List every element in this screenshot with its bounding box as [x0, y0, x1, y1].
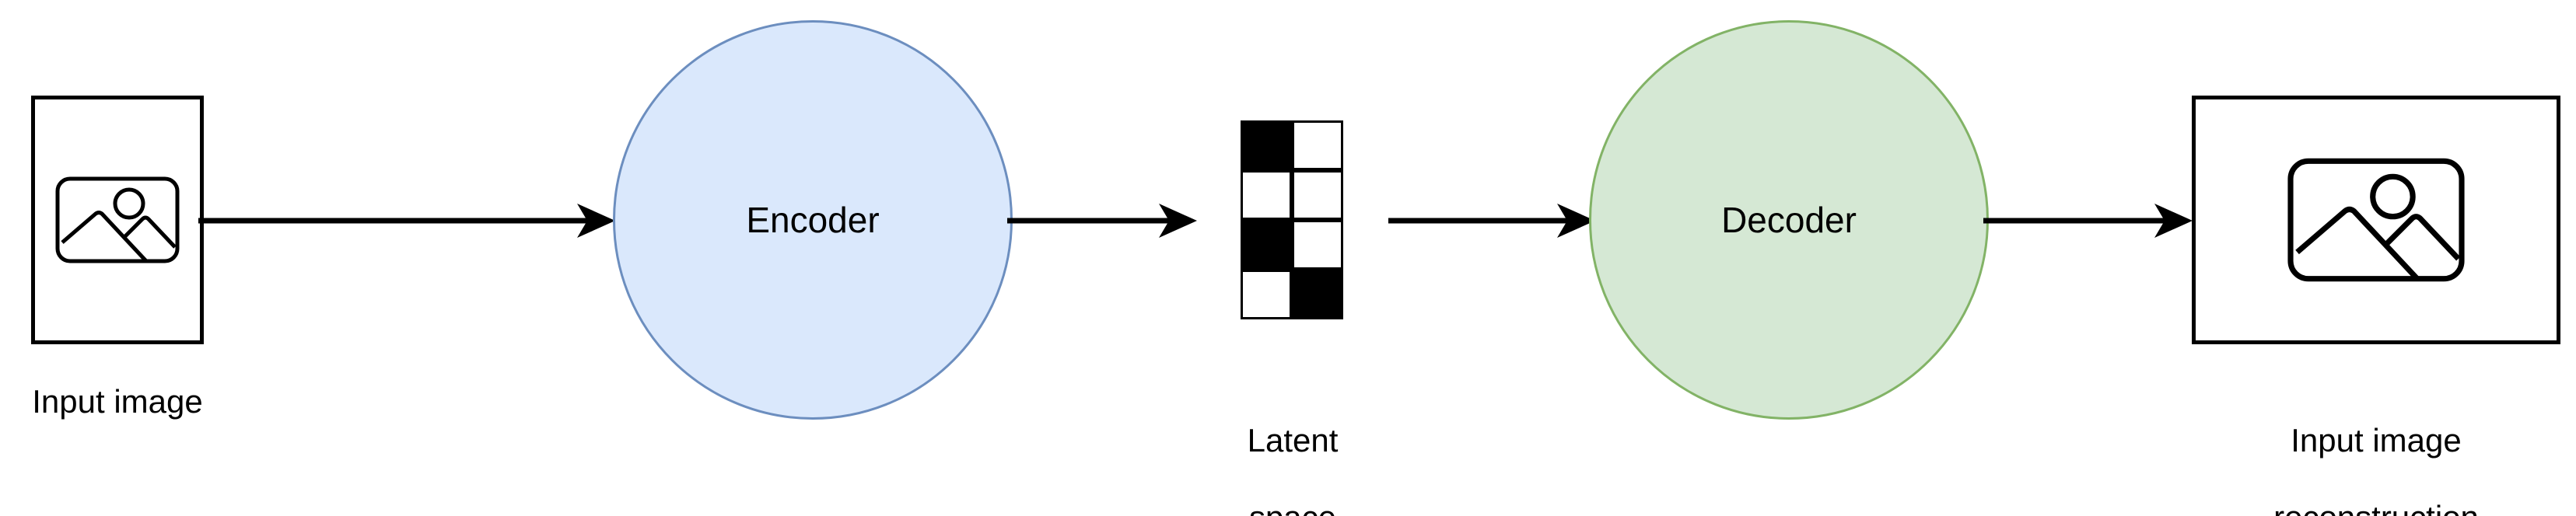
decoder-node[interactable]: Decoder — [1589, 20, 1989, 420]
input-image-caption: Input image — [32, 383, 203, 420]
arrow-latent-to-decoder — [1388, 204, 1595, 238]
arrow-input-to-encoder — [198, 204, 615, 238]
output-image-box[interactable] — [2192, 96, 2560, 344]
latent-cell-r3c2 — [1292, 220, 1343, 270]
picture-icon — [55, 176, 180, 263]
latent-cell-r2c2 — [1292, 170, 1343, 220]
output-image-caption-line1: Input image — [2291, 421, 2462, 458]
latent-cell-r1c1 — [1241, 120, 1292, 170]
latent-cell-r4c2 — [1292, 270, 1343, 319]
arrow-decoder-to-output — [1983, 204, 2193, 238]
latent-space-caption-line1: Latent — [1247, 421, 1339, 458]
encoder-node[interactable]: Encoder — [613, 20, 1013, 420]
latent-cell-r4c1 — [1241, 270, 1292, 319]
latent-cell-r3c1 — [1241, 220, 1292, 270]
latent-space-grid — [1241, 120, 1343, 319]
arrow-encoder-to-latent — [1007, 204, 1197, 238]
latent-space-caption: Latent space — [1194, 382, 1391, 516]
output-image-caption: Input image reconstruction — [2170, 382, 2576, 516]
latent-cell-r2c1 — [1241, 170, 1292, 220]
encoder-label: Encoder — [746, 200, 880, 240]
latent-cell-r1c2 — [1292, 120, 1343, 170]
picture-icon — [2287, 158, 2465, 282]
input-image-box[interactable] — [31, 96, 204, 344]
decoder-label: Decoder — [1721, 200, 1857, 240]
latent-space-caption-line2: space — [1194, 498, 1391, 516]
output-image-caption-line2: reconstruction — [2170, 498, 2576, 516]
